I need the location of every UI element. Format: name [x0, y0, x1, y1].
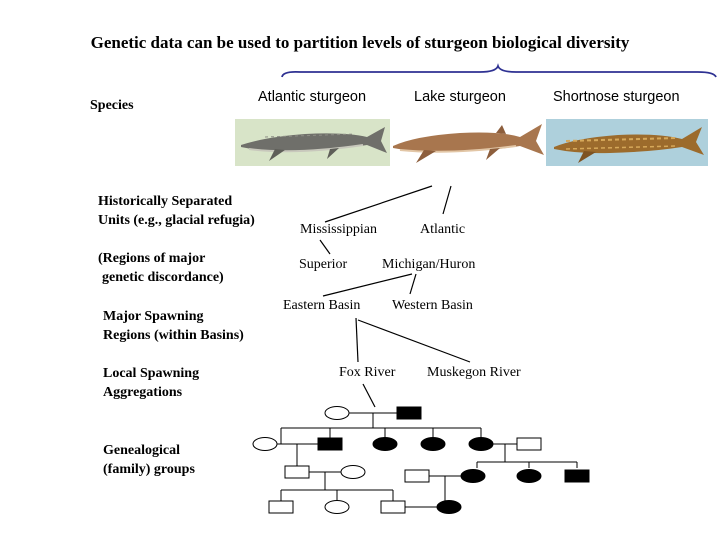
- tree-line: [324, 185, 433, 223]
- node-muskegon-river: Muskegon River: [427, 365, 521, 380]
- node-fox-river: Fox River: [339, 365, 396, 380]
- level-label-family: Genealogical (family) groups: [103, 443, 195, 477]
- male-affected: [317, 437, 343, 451]
- level-label-local: Local Spawning Aggregations: [103, 366, 200, 400]
- male-unaffected: [268, 500, 294, 514]
- pedigree: [277, 412, 578, 508]
- female-unaffected: [340, 465, 366, 479]
- tree-line: [409, 273, 417, 295]
- male-unaffected: [404, 469, 430, 483]
- tree-line: [319, 239, 331, 255]
- male-unaffected: [380, 500, 406, 514]
- male-affected: [564, 469, 590, 483]
- node-michigan-huron: Michigan/Huron: [382, 257, 476, 272]
- level-label-regions: (Regions of major genetic discordance): [98, 251, 224, 285]
- level-label-species: Species: [90, 98, 134, 113]
- female-affected: [468, 437, 494, 451]
- species-name-lake: Lake sturgeon: [414, 89, 506, 105]
- male-unaffected: [516, 437, 542, 451]
- node-atlantic: Atlantic: [420, 222, 466, 237]
- node-eastern-basin: Eastern Basin: [283, 298, 361, 313]
- level-label-spawning: Major Spawning Regions (within Basins): [103, 309, 244, 343]
- species-brace: [281, 63, 717, 78]
- level-label-historical: Historically Separated Units (e.g., glac…: [98, 194, 255, 228]
- lake-sturgeon-photo: [390, 119, 546, 166]
- species-name-shortnose: Shortnose sturgeon: [553, 89, 680, 105]
- tree-line: [322, 273, 413, 297]
- tree-line: [362, 383, 376, 408]
- node-superior: Superior: [299, 257, 348, 272]
- female-affected: [420, 437, 446, 451]
- node-western-basin: Western Basin: [392, 298, 473, 313]
- tree-line: [442, 185, 452, 215]
- female-affected: [372, 437, 398, 451]
- tree-line: [355, 317, 359, 363]
- female-affected: [436, 500, 462, 514]
- node-mississippian: Mississippian: [300, 222, 378, 237]
- tree-line: [357, 319, 471, 363]
- male-unaffected: [284, 465, 310, 479]
- female-unaffected: [252, 437, 278, 451]
- female-unaffected: [324, 500, 350, 514]
- page-title: Genetic data can be used to partition le…: [90, 33, 630, 52]
- female-affected: [516, 469, 542, 483]
- shortnose-sturgeon-photo: [546, 119, 708, 166]
- species-name-atlantic: Atlantic sturgeon: [258, 89, 367, 105]
- pedigree-members: [252, 406, 590, 514]
- male-affected: [396, 406, 422, 420]
- female-affected: [460, 469, 486, 483]
- atlantic-sturgeon-photo: [235, 119, 390, 166]
- female-unaffected: [324, 406, 350, 420]
